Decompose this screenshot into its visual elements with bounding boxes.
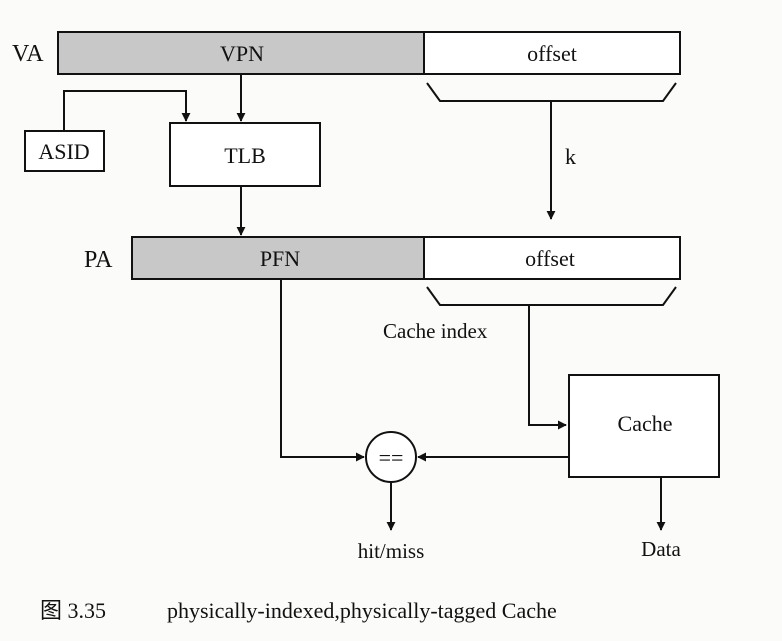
- cache-index-label: Cache index: [383, 319, 488, 343]
- pa-offset-label: offset: [525, 246, 575, 271]
- asid-label: ASID: [38, 139, 89, 164]
- cache-label: Cache: [618, 411, 673, 436]
- data-label: Data: [641, 537, 681, 561]
- asid-arrow: [63, 90, 191, 131]
- tlb-box: [169, 122, 321, 187]
- hit-miss-label: hit/miss: [358, 539, 425, 563]
- pfn-to-comparator-arrow: [280, 279, 365, 462]
- pfn-field: [131, 236, 425, 280]
- va-label: VA: [12, 41, 44, 67]
- k-label: k: [565, 144, 576, 169]
- pfn-label: PFN: [260, 246, 300, 271]
- figure-number: 图 3.35: [40, 598, 106, 623]
- pa-label: PA: [84, 247, 113, 273]
- pa-offset-field: [423, 236, 681, 280]
- tlb-label: TLB: [224, 143, 266, 168]
- figure-caption: physically-indexed,physically-tagged Cac…: [167, 598, 557, 623]
- comparator-label: ==: [379, 445, 404, 470]
- va-offset-label: offset: [527, 41, 577, 66]
- cache-box: [568, 374, 720, 478]
- va-offset-brace: [426, 82, 677, 102]
- vpn-label: VPN: [220, 41, 264, 66]
- pa-offset-brace: [426, 286, 677, 306]
- vpn-field: [57, 31, 425, 75]
- va-offset-field: [423, 31, 681, 75]
- cache-index-arrow: [528, 305, 567, 430]
